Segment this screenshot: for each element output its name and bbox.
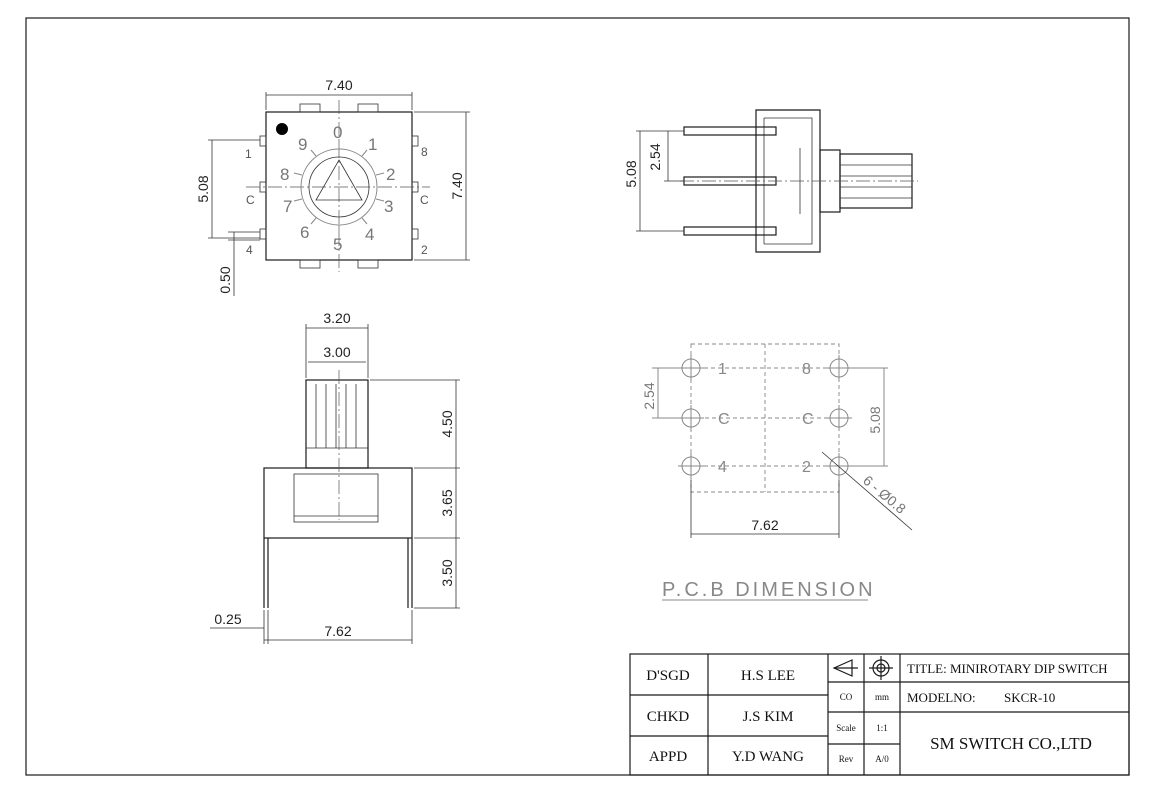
dial-digit-6: 6	[300, 223, 309, 242]
pcb-pin-8-label: 8	[802, 361, 811, 378]
top-pin-2-label: 2	[421, 243, 428, 257]
designed-by: H.S LEE	[741, 668, 795, 684]
shaft-height-dim: 4.50	[439, 410, 455, 437]
rotary-dial: 0 1 2 3 4 5 6 7 8 9	[280, 123, 395, 254]
model-number: SKCR-10	[1004, 690, 1055, 705]
pcb-width-dim: 7.62	[751, 517, 778, 533]
sheet-border	[25, 17, 1130, 776]
checked-by: J.S KIM	[743, 709, 794, 725]
dial-digit-9: 9	[298, 135, 307, 154]
top-pitch-dim: 5.08	[195, 175, 211, 202]
pcb-pin-1-label: 1	[718, 361, 727, 378]
pcb-layout: 1 C 4 8 C 2 2.54 5.08 7.62 6 - Ø0.8 P.C.…	[641, 343, 913, 601]
rev-label: Rev	[839, 754, 854, 764]
side-view: 5.08 2.54	[623, 109, 918, 253]
index-dot	[276, 123, 288, 135]
side-span-dim: 5.08	[623, 160, 639, 187]
dial-digit-8: 8	[280, 165, 289, 184]
company-name: SM SWITCH CO.,LTD	[930, 734, 1092, 753]
pin-span-dim: 7.62	[324, 623, 351, 639]
pcb-hole-note: 6 - Ø0.8	[860, 472, 909, 517]
pcb-pin-4-label: 4	[718, 459, 727, 476]
unit-value: mm	[875, 692, 889, 702]
pcb-pin-2-label: 2	[802, 459, 811, 476]
dial-digit-2: 2	[386, 165, 395, 184]
top-offset-dim: 0.50	[217, 266, 233, 293]
model-label: MODELNO:	[907, 690, 976, 705]
pcb-span-dim: 5.08	[867, 406, 883, 433]
rev-value: A/0	[875, 754, 889, 764]
dial-digit-5: 5	[333, 235, 342, 254]
dial-digit-0: 0	[333, 123, 342, 142]
front-view: 3.20 3.00 4.50 3.65 3.50 0.25 7.62	[210, 310, 460, 644]
shaft-outer-dim: 3.20	[323, 310, 350, 326]
checked-label: CHKD	[647, 709, 690, 725]
top-view-terminals	[259, 103, 419, 269]
body-height-dim: 3.65	[439, 489, 455, 516]
co-label: CO	[840, 692, 853, 702]
dial-digit-1: 1	[368, 135, 377, 154]
dial-digit-4: 4	[365, 225, 374, 244]
pin-length-dim: 3.50	[439, 559, 455, 586]
pin-thickness-dim: 0.25	[214, 611, 241, 627]
shaft-inner-dim: 3.00	[323, 344, 350, 360]
designed-label: D'SGD	[646, 668, 690, 684]
scale-value: 1:1	[876, 723, 888, 733]
top-width-dim: 7.40	[325, 77, 352, 93]
pcb-pitch-dim: 2.54	[641, 382, 657, 409]
top-height-dim: 7.40	[449, 172, 465, 199]
top-view: 0 1 2 3 4 5 6 7 8 9 1 C 4 8 C 2 7.40 7.4…	[195, 77, 470, 296]
top-pin-c-right-label: C	[420, 193, 429, 207]
top-pin-4-label: 4	[246, 243, 253, 257]
top-pin-8-label: 8	[421, 145, 428, 159]
approved-by: Y.D WANG	[732, 749, 804, 765]
dial-digit-3: 3	[384, 197, 393, 216]
pcb-pin-c-right-label: C	[802, 411, 814, 428]
top-pin-c-left-label: C	[246, 193, 255, 207]
approved-label: APPD	[649, 749, 688, 765]
drawing-title: TITLE: MINIROTARY DIP SWITCH	[907, 661, 1108, 676]
pcb-caption: P.C.B DIMENSION	[662, 579, 876, 601]
dial-digit-7: 7	[283, 197, 292, 216]
top-pin-1-label: 1	[245, 147, 252, 161]
projection-symbol	[832, 656, 893, 680]
title-block: D'SGD H.S LEE CHKD J.S KIM APPD Y.D WANG…	[629, 653, 1130, 776]
pcb-pin-c-left-label: C	[718, 411, 730, 428]
scale-label: Scale	[836, 723, 856, 733]
side-pitch-dim: 2.54	[647, 143, 663, 170]
